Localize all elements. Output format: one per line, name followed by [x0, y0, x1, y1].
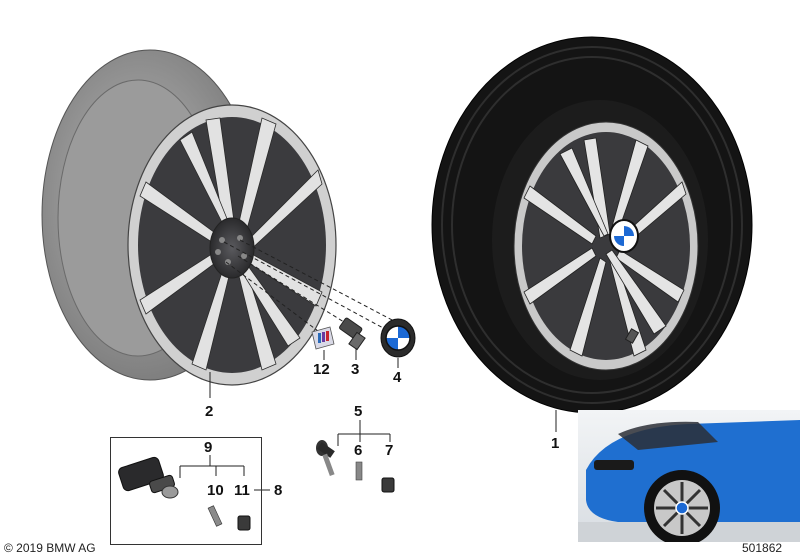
valve-cap — [381, 477, 395, 493]
callout-9: 9 — [204, 439, 213, 456]
hub-cap-emblem — [380, 318, 416, 358]
tpms-valve — [207, 505, 223, 527]
wheel-bolt — [339, 317, 366, 351]
callout-10: 10 — [207, 482, 224, 499]
callout-7: 7 — [385, 442, 394, 459]
callout-5: 5 — [354, 403, 363, 420]
tire-valve — [316, 440, 335, 477]
valve-insert — [355, 461, 363, 481]
callout-4: 4 — [393, 369, 402, 386]
car-illustration — [578, 410, 800, 542]
callout-1: 1 — [551, 435, 560, 452]
complete-wheel-with-tire — [431, 36, 753, 414]
vehicle-photo — [578, 410, 800, 542]
tpms-valve-cap — [237, 515, 251, 531]
callout-3: 3 — [351, 361, 360, 378]
alloy-rim — [41, 49, 337, 386]
assembly-lines — [223, 239, 399, 337]
callout-12: 12 — [313, 361, 330, 378]
callout-8: 8 — [274, 482, 283, 499]
wheel-spokes — [523, 137, 687, 357]
m-badge-sticker — [311, 326, 335, 350]
diagram-number: 501862 — [742, 541, 783, 555]
callout-6: 6 — [354, 442, 363, 459]
tpms-sensor — [118, 456, 179, 499]
leader-lines — [179, 348, 557, 491]
callout-2: 2 — [205, 403, 214, 420]
copyright-notice: © 2019 BMW AG — [4, 541, 96, 555]
callout-11: 11 — [234, 482, 250, 499]
tpms-kit-frame — [110, 437, 262, 545]
